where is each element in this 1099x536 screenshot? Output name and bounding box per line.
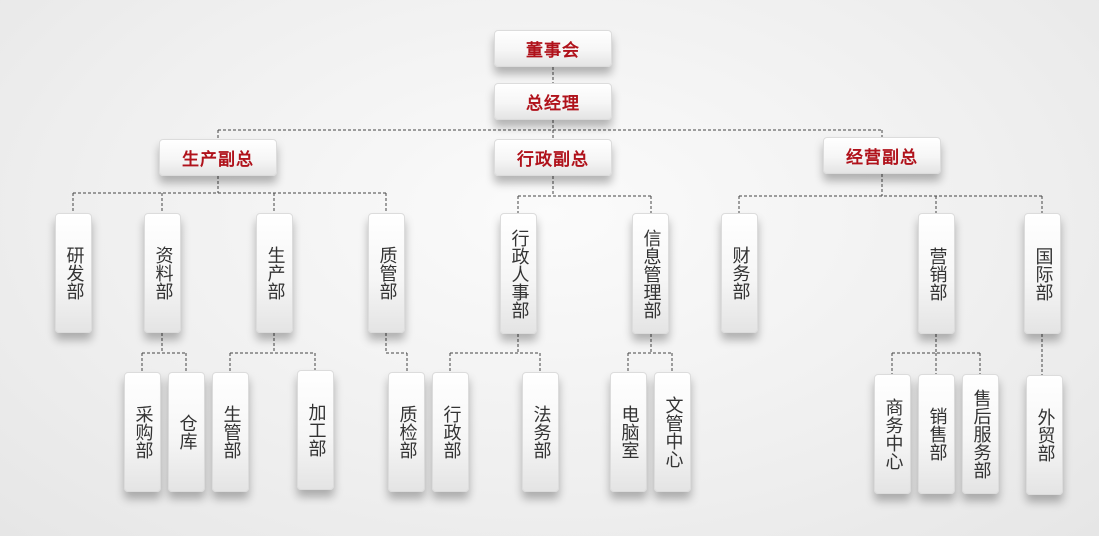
node-warehouse: 仓库	[168, 372, 205, 492]
node-vp-business: 经营副总	[823, 137, 941, 174]
node-processing: 加工部	[297, 370, 334, 490]
node-purchasing: 采购部	[124, 372, 161, 492]
node-international: 国际部	[1024, 213, 1061, 334]
node-quality: 质管部	[368, 213, 405, 333]
node-materials: 资料部	[144, 213, 181, 333]
node-marketing: 营销部	[918, 213, 955, 334]
node-qc: 质检部	[388, 372, 425, 492]
node-sales: 销售部	[918, 374, 955, 494]
node-rnd: 研发部	[55, 213, 92, 333]
node-it: 信息管理部	[632, 213, 669, 334]
node-board: 董事会	[494, 30, 612, 67]
node-production: 生产部	[256, 213, 293, 333]
node-business-center: 商务中心	[874, 374, 911, 494]
node-vp-production: 生产副总	[159, 139, 277, 176]
node-computer-room: 电脑室	[610, 372, 647, 492]
node-administration: 行政部	[432, 372, 469, 492]
node-admin-hr: 行政人事部	[500, 213, 537, 334]
node-docs-center: 文管中心	[654, 372, 691, 492]
node-foreign-trade: 外贸部	[1026, 375, 1063, 495]
node-vp-admin: 行政副总	[494, 139, 612, 176]
node-legal: 法务部	[522, 372, 559, 492]
node-prod-mgmt: 生管部	[212, 372, 249, 492]
node-finance: 财务部	[721, 213, 758, 333]
node-after-sales: 售后服务部	[962, 374, 999, 494]
node-general-manager: 总经理	[494, 83, 612, 120]
